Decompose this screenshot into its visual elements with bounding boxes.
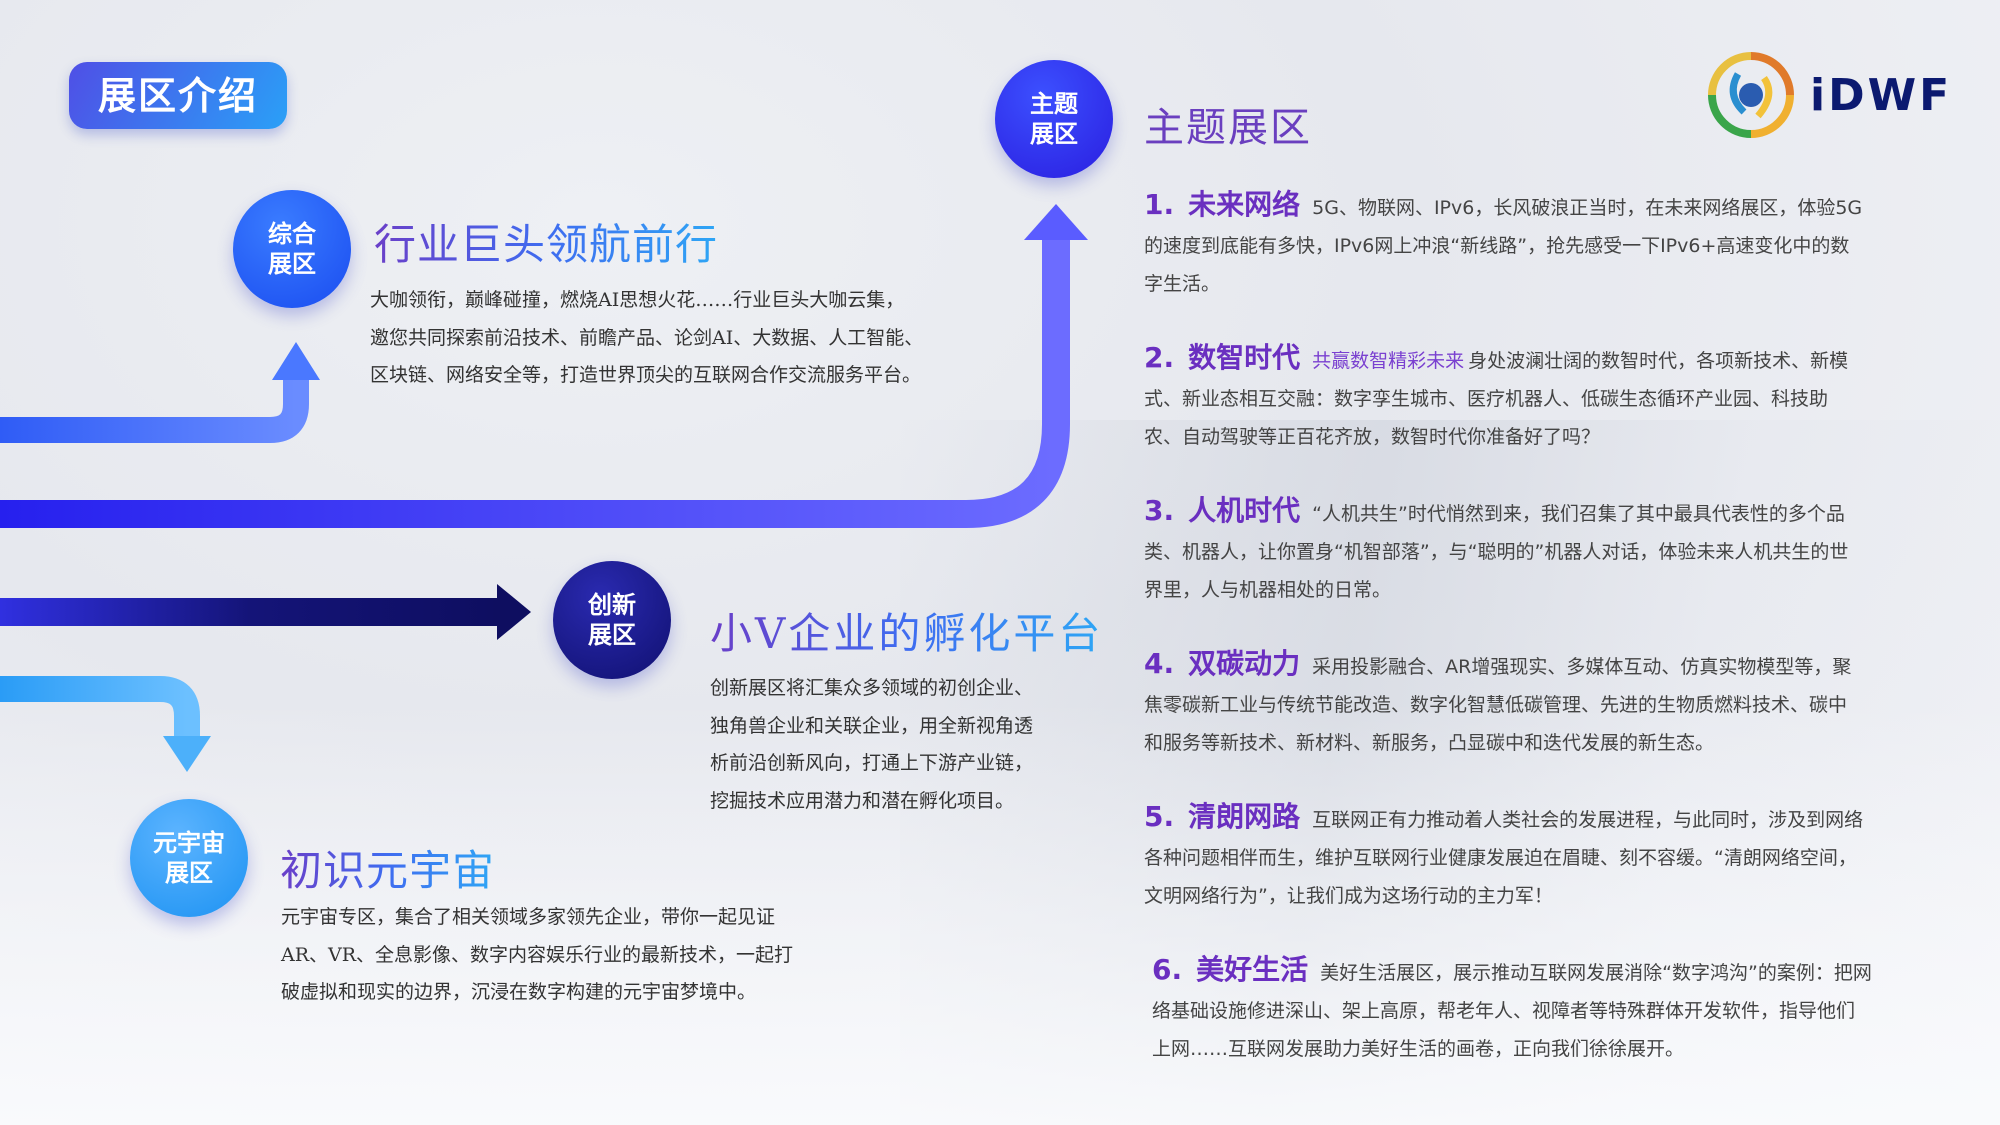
theme-item-text: 美好生活展区，展示推动互联网发展消除“数字鸿沟”的案例：把网络基础设施修进深山、… (1152, 962, 1872, 1060)
theme-item-subtitle: 共赢数智精彩未来 (1312, 350, 1465, 372)
chuangxin-zone-title: 小V企业的孵化平台 (710, 609, 1104, 658)
zonghe-zone-circle: 综合 展区 (233, 190, 351, 308)
theme-item-heading: 4.双碳动力 (1144, 647, 1301, 680)
theme-item-text: 采用投影融合、AR增强现实、多媒体互动、仿真实物模型等，聚焦零碳新工业与传统节能… (1144, 656, 1852, 754)
theme-item-heading: 1.未来网络 (1144, 188, 1301, 221)
description-line: 区块链、网络安全等，打造世界顶尖的互联网合作交流服务平台。 (370, 364, 922, 386)
background-haze (0, 700, 2000, 1125)
section-badge: 展区介绍 (69, 62, 287, 129)
chuangxin-zone-circle: 创新 展区 (553, 561, 671, 679)
theme-item-text: 身处波澜壮阔的数智时代，各项新技术、新模式、新业态相互交融：数字孪生城市、医疗机… (1144, 350, 1849, 448)
description-line: 邀您共同探索前沿技术、前瞻产品、论剑AI、大数据、人工智能、 (370, 326, 924, 349)
logo-swirl-icon (1708, 52, 1794, 138)
arrow-to-chuangxin (0, 584, 531, 640)
arrow-to-yuanyuzhou (0, 676, 211, 772)
circle-label: 展区 (1030, 120, 1078, 148)
circle-label: 展区 (165, 859, 213, 887)
description-line: 元宇宙专区，集合了相关领域多家领先企业，带你一起见证 (281, 906, 776, 928)
yuanyuzhou-zone-description: 元宇宙专区，集合了相关领域多家领先企业，带你一起见证 AR、VR、全息影像、数字… (281, 899, 793, 1012)
theme-item-text: “人机共生”时代悄然到来，我们召集了其中最具代表性的多个品类、机器人，让你置身“… (1144, 503, 1849, 601)
description-line: 独角兽企业和关联企业，用全新视角透 (710, 714, 1034, 737)
theme-item-heading: 6.美好生活 (1152, 953, 1309, 986)
description-line: AR、VR、全息影像、数字内容娱乐行业的最新技术，一起打 (281, 943, 794, 966)
theme-item-human-machine: 3.人机时代“人机共生”时代悄然到来，我们召集了其中最具代表性的多个品类、机器人… (1144, 492, 1864, 609)
zonghe-zone-description: 大咖领衔，巅峰碰撞，燃烧AI思想火花……行业巨头大咖云集， 邀您共同探索前沿技术… (370, 282, 923, 395)
circle-label: 综合 (268, 220, 316, 248)
theme-item-text: 互联网正有力推动着人类社会的发展进程，与此同时，涉及到网络各种问题相伴而生，维护… (1144, 809, 1864, 907)
logo: iDWF (1708, 52, 1952, 138)
arrow-to-zonghe (0, 342, 320, 443)
circle-label: 主题 (1030, 90, 1078, 118)
description-line: 破虚拟和现实的边界，沉浸在数字构建的元宇宙梦境中。 (281, 981, 757, 1003)
arrow-to-theme (0, 204, 1088, 528)
circle-label: 创新 (588, 591, 636, 619)
circle-label: 展区 (588, 621, 636, 649)
theme-item-heading: 3.人机时代 (1144, 494, 1301, 527)
theme-item-heading: 5.清朗网路 (1144, 800, 1301, 833)
theme-zone-title: 主题展区 (1144, 105, 1312, 151)
theme-item-heading: 2.数智时代 (1144, 341, 1301, 374)
description-line: 挖掘技术应用潜力和潜在孵化项目。 (710, 789, 1015, 812)
description-line: 析前沿创新风向，打通上下游产业链， (710, 752, 1034, 774)
description-line: 大咖领衔，巅峰碰撞，燃烧AI思想火花……行业巨头大咖云集， (370, 289, 905, 311)
chuangxin-zone-description: 创新展区将汇集众多领域的初创企业、 独角兽企业和关联企业，用全新视角透 析前沿创… (710, 670, 1033, 820)
theme-item-dual-carbon: 4.双碳动力采用投影融合、AR增强现实、多媒体互动、仿真实物模型等，聚焦零碳新工… (1144, 645, 1864, 762)
theme-item-better-life: 6.美好生活美好生活展区，展示推动互联网发展消除“数字鸿沟”的案例：把网络基础设… (1152, 951, 1872, 1068)
theme-item-clean-network: 5.清朗网路互联网正有力推动着人类社会的发展进程，与此同时，涉及到网络各种问题相… (1144, 798, 1864, 915)
circle-label: 元宇宙 (153, 829, 225, 857)
circle-label: 展区 (268, 250, 316, 278)
logo-text: iDWF (1810, 69, 1953, 121)
zonghe-zone-title: 行业巨头领航前行 (374, 220, 719, 269)
theme-item-text: 5G、物联网、IPv6，长风破浪正当时，在未来网络展区，体验5G的速度到底能有多… (1144, 197, 1863, 295)
yuanyuzhou-zone-title: 初识元宇宙 (280, 846, 496, 895)
description-line: 创新展区将汇集众多领域的初创企业、 (710, 677, 1034, 699)
theme-item-digital-era: 2.数智时代共赢数智精彩未来身处波澜壮阔的数智时代，各项新技术、新模式、新业态相… (1144, 339, 1864, 456)
yuanyuzhou-zone-circle: 元宇宙 展区 (130, 799, 248, 917)
theme-zone-circle: 主题 展区 (995, 60, 1113, 178)
